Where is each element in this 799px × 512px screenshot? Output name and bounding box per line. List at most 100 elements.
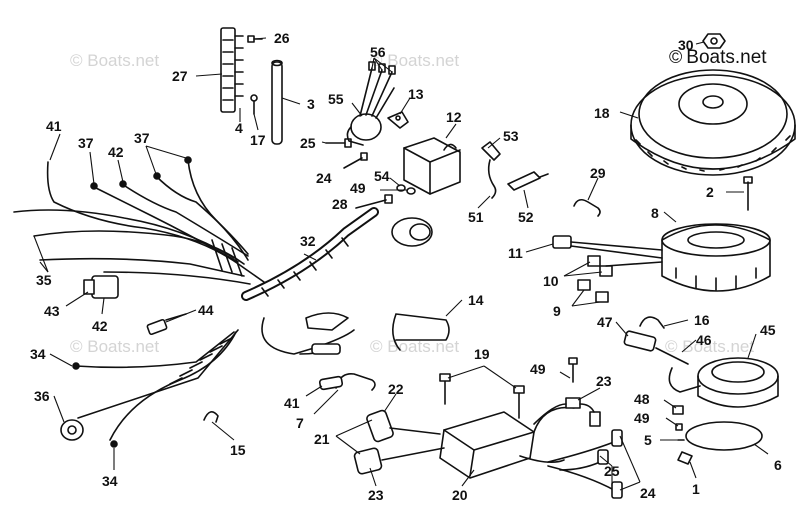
callout-55: 55 (328, 91, 344, 107)
solenoid-part (346, 61, 396, 146)
lead-24 (547, 429, 623, 499)
washer-51 (396, 184, 406, 192)
callout-19: 19 (474, 346, 490, 362)
callout-53: 52 (518, 209, 534, 225)
callout-7: 7 (296, 415, 304, 431)
callout-50b: 49 (530, 361, 546, 377)
terminal-10 (587, 255, 663, 277)
callout-33: 30 (678, 37, 694, 53)
watermark-group: © Boats.net © Boats.net © Boats.net © Bo… (70, 51, 754, 356)
leader-lines (33, 37, 769, 491)
callout-2: 2 (706, 184, 714, 200)
callout-37: 36 (34, 388, 50, 404)
connector-44 (146, 313, 187, 336)
callout-24: 24 (640, 485, 656, 501)
screw-2 (743, 176, 753, 211)
connector-11 (552, 235, 663, 259)
callout-13: 13 (408, 86, 424, 102)
callout-labels: 26 27 3 4 17 56 55 13 12 25 24 54 49 28 … (30, 30, 782, 503)
tube-part (271, 59, 283, 145)
callout-14: 14 (468, 292, 484, 308)
callout-27: 24 (316, 170, 332, 186)
watermark-3: © Boats.net (70, 337, 159, 356)
callout-44: 44 (198, 302, 214, 318)
callout-1: 1 (692, 481, 700, 497)
callout-47: 47 (597, 314, 613, 330)
callout-35b: 34 (102, 473, 118, 489)
screw-28 (325, 138, 352, 148)
timer-base-45 (668, 357, 779, 408)
bracket-14 (392, 313, 450, 351)
stator-part (661, 223, 771, 292)
clip-31 (573, 198, 601, 217)
watermark-4: © Boats.net (370, 337, 459, 356)
callout-30: 27 (172, 68, 188, 84)
callout-18: 18 (594, 105, 610, 121)
callout-34: 32 (300, 233, 316, 249)
sensor-47 (623, 330, 689, 365)
callout-10: 10 (543, 273, 559, 289)
callout-50: 49 (350, 180, 366, 196)
callout-20: 20 (452, 487, 468, 503)
brand-watermark: ©Boats.net (669, 47, 767, 69)
callout-22: 22 (388, 381, 404, 397)
callout-12: 12 (446, 109, 462, 125)
flywheel-nut-33 (702, 33, 726, 49)
spark-plug-boot-52 (481, 141, 501, 199)
callout-11: 11 (508, 245, 523, 261)
callout-25: 25 (604, 463, 620, 479)
small-part-49 (675, 423, 683, 431)
spark-plug-boot-53 (507, 171, 549, 191)
callout-46: 46 (696, 332, 712, 348)
retainer-ring-6 (685, 421, 763, 451)
terminal-block-part (220, 27, 244, 113)
harness-34 (241, 207, 433, 355)
brand-text: Boats.net (686, 47, 767, 68)
callout-23: 23 (596, 373, 612, 389)
screw-50b (568, 357, 578, 383)
clip-15 (203, 411, 219, 423)
callout-43: 43 (44, 303, 60, 319)
callout-3: 3 (307, 96, 315, 112)
callout-54: 53 (503, 128, 519, 144)
lower-harness (60, 329, 239, 448)
callout-21: 21 (314, 431, 330, 447)
fuse-39 (318, 375, 344, 391)
callout-8: 8 (651, 205, 659, 221)
spark-boot-22 (366, 409, 441, 443)
callout-49: 49 (634, 410, 650, 426)
screw-19a (439, 373, 451, 405)
clip-16 (639, 316, 665, 329)
callout-15: 15 (230, 442, 246, 458)
terminal-9 (577, 279, 609, 303)
callout-17: 17 (250, 132, 266, 148)
screw-27 (343, 152, 368, 169)
callout-40: 41 (46, 118, 62, 134)
screw-small-17 (250, 94, 258, 115)
callout-6: 6 (774, 457, 782, 473)
callout-9: 9 (553, 303, 561, 319)
wire-bundle-left (13, 156, 265, 299)
power-pack-20 (439, 403, 581, 479)
screw-19b (513, 385, 525, 419)
callout-4: 4 (235, 120, 243, 136)
callout-36: 35 (36, 272, 52, 288)
callout-32: 28 (332, 196, 348, 212)
callout-48: 48 (634, 391, 650, 407)
callout-26: 23 (368, 487, 384, 503)
callout-31: 29 (590, 165, 606, 181)
small-part-1 (677, 451, 693, 465)
callout-51: 54 (374, 168, 390, 184)
callout-28: 25 (300, 135, 316, 151)
callout-35a: 34 (30, 346, 46, 362)
lead-23 (533, 397, 601, 427)
callout-5: 5 (644, 432, 652, 448)
callout-38a: 37 (78, 135, 94, 151)
spark-boot-26 (353, 447, 445, 475)
callout-29: 26 (274, 30, 290, 46)
callout-42: 42 (92, 318, 108, 334)
copyright-symbol: © (669, 47, 683, 67)
watermark-5: © Boats.net (665, 337, 754, 356)
